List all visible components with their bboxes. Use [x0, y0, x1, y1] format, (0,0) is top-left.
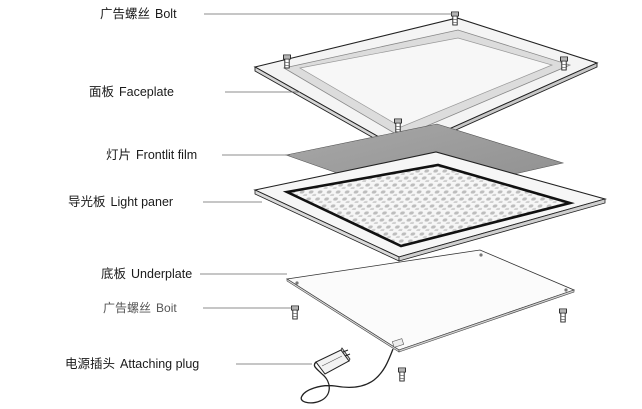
- label-bolt-top: 广告螺丝 Bolt: [100, 7, 177, 21]
- label-frontlit-film-zh: 灯片: [106, 148, 132, 162]
- label-bolt-bottom-en: Boit: [156, 301, 177, 315]
- label-frontlit-film: 灯片 Frontlit film: [106, 148, 197, 162]
- leader-lines: [200, 13, 452, 365]
- light-guide-panel: [253, 151, 608, 262]
- faceplate: [253, 17, 599, 155]
- label-light-panel: 导光板 Light paner: [68, 195, 173, 209]
- label-bolt-top-zh: 广告螺丝: [100, 7, 151, 21]
- label-underplate-zh: 底板: [101, 267, 127, 281]
- label-bolt-bottom: 广告螺丝 Boit: [103, 301, 177, 315]
- label-faceplate-zh: 面板: [89, 85, 115, 99]
- attaching-plug: [300, 347, 394, 404]
- label-underplate-en: Underplate: [131, 267, 193, 281]
- label-attaching-plug-zh: 电源插头: [65, 357, 116, 371]
- label-underplate: 底板 Underplate: [101, 267, 192, 281]
- label-bolt-top-en: Bolt: [155, 7, 177, 21]
- label-light-panel-en: Light paner: [110, 195, 174, 209]
- label-frontlit-film-en: Frontlit film: [136, 148, 198, 162]
- label-attaching-plug: 电源插头 Attaching plug: [65, 357, 199, 371]
- underplate: [285, 249, 576, 353]
- label-bolt-bottom-zh: 广告螺丝: [103, 301, 152, 315]
- label-attaching-plug-en: Attaching plug: [120, 357, 200, 371]
- label-light-panel-zh: 导光板: [68, 195, 106, 209]
- plug-icon: [315, 347, 351, 375]
- label-faceplate-en: Faceplate: [119, 85, 174, 99]
- label-faceplate: 面板 Faceplate: [89, 85, 174, 99]
